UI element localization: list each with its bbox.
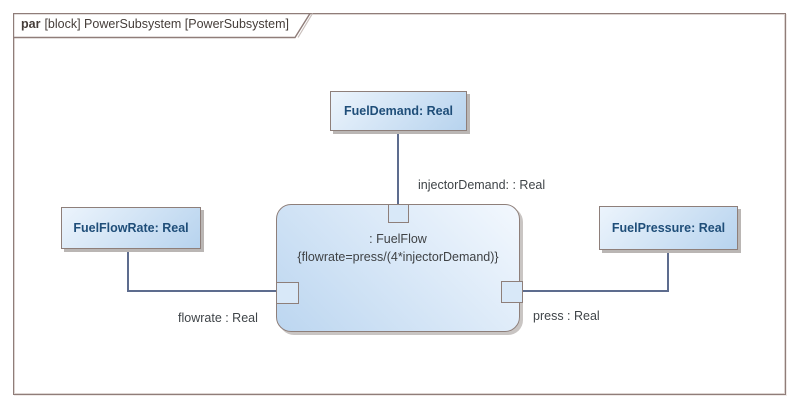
frame-name-tab [13, 13, 314, 39]
constraint-block-name: : FuelFlow [369, 232, 427, 246]
connector-fuelpressure-vertical[interactable] [667, 248, 669, 292]
diagram-kind-label: par [21, 17, 41, 31]
connector-fuelflowrate-horizontal[interactable] [127, 290, 277, 292]
block-fuelpressure[interactable]: FuelPressure: Real [599, 206, 738, 250]
constraint-expression: {flowrate=press/(4*injectorDemand)} [297, 249, 499, 264]
diagram-title-label: [block] PowerSubsystem [PowerSubsystem] [44, 17, 289, 31]
connector-fueldemand-injectordemand[interactable] [397, 130, 399, 205]
label-press: press : Real [533, 309, 600, 323]
port-flowrate[interactable] [276, 282, 299, 304]
port-press[interactable] [501, 281, 523, 303]
label-injectordemand: injectorDemand: : Real [418, 178, 546, 192]
block-fueldemand[interactable]: FuelDemand: Real [330, 91, 467, 131]
connector-fuelpressure-horizontal[interactable] [521, 290, 669, 292]
block-fuelflowrate[interactable]: FuelFlowRate: Real [61, 207, 201, 249]
port-injectordemand[interactable] [388, 204, 409, 223]
connector-fuelflowrate-vertical[interactable] [127, 247, 129, 292]
label-flowrate: flowrate : Real [178, 311, 258, 325]
constraint-block-fuelflow[interactable]: : FuelFlow {flowrate=press/(4*injectorDe… [276, 204, 520, 332]
frame-title: par[block] PowerSubsystem [PowerSubsyste… [21, 17, 311, 31]
